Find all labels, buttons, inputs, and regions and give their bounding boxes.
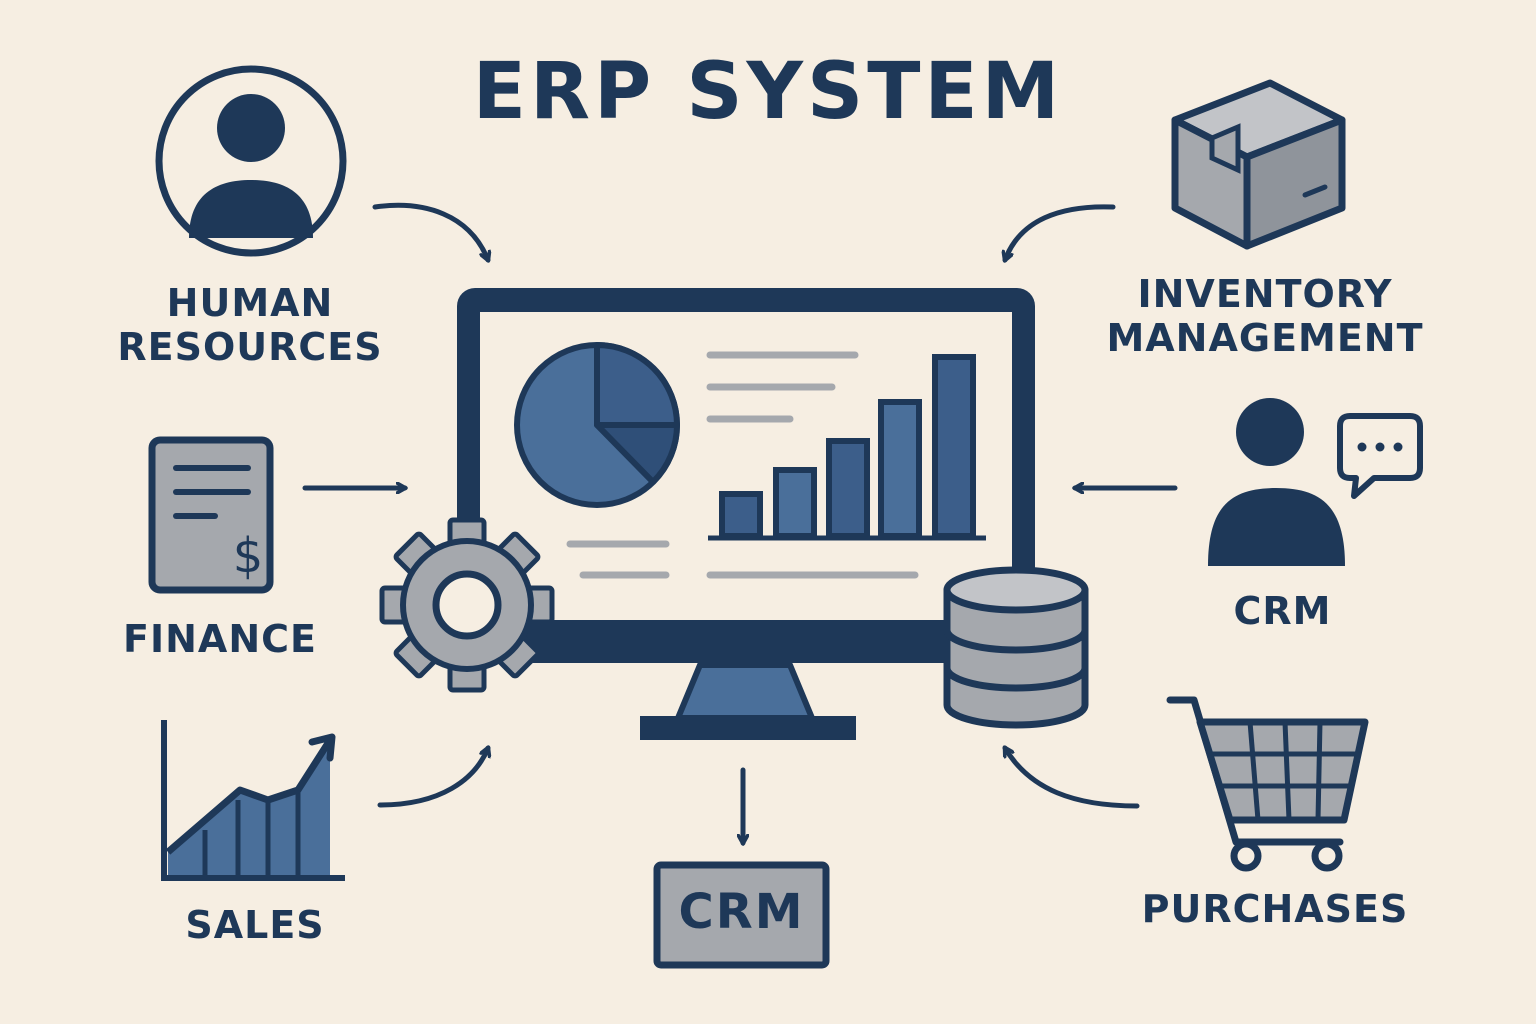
human-resources-line1: HUMAN	[166, 281, 334, 325]
svg-text:$: $	[233, 528, 264, 584]
arrow-sales-to-erp	[377, 748, 488, 808]
inventory-management-label: INVENTORY MANAGEMENT	[1100, 272, 1430, 360]
text-placeholder-lines	[566, 351, 919, 579]
inventory-line2: MANAGEMENT	[1106, 315, 1424, 360]
human-resources-line2: RESOURCES	[117, 324, 383, 369]
invoice-dollar-icon: $	[148, 436, 274, 594]
bar-chart-icon	[708, 354, 986, 541]
person-circle-icon	[155, 65, 347, 257]
sales-label: SALES	[185, 903, 325, 947]
arrow-purchases-to-erp	[1002, 748, 1140, 809]
crm-right-label: CRM	[1233, 589, 1332, 633]
crm-box-label: CRM	[678, 884, 805, 940]
monitor-dashboard-icon	[457, 288, 1035, 740]
arrow-hr-to-erp	[372, 202, 488, 260]
crm-box	[653, 861, 830, 969]
rising-area-chart-icon	[161, 720, 345, 881]
person-chat-icon	[1208, 398, 1423, 566]
human-resources-label: HUMAN RESOURCES	[100, 281, 400, 369]
inventory-line1: INVENTORY	[1137, 272, 1393, 316]
shopping-cart-icon	[1166, 696, 1369, 872]
package-box-icon	[1171, 79, 1346, 250]
database-icon	[943, 566, 1089, 729]
pie-chart-icon	[514, 342, 680, 508]
finance-label: FINANCE	[123, 617, 317, 661]
gear-icon	[379, 517, 555, 693]
flow-arrows	[302, 202, 1178, 843]
purchases-label: PURCHASES	[1141, 887, 1409, 931]
arrow-inventory-to-erp	[1005, 204, 1116, 260]
page-title: ERP SYSTEM	[472, 47, 1064, 137]
